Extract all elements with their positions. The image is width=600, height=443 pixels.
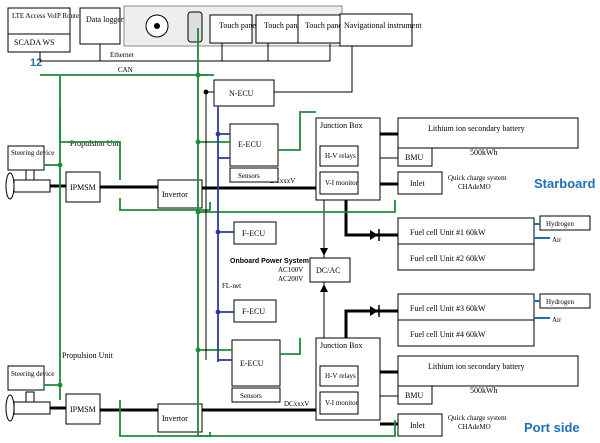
port-steering-box (7, 365, 45, 391)
f-ecu-2-label: F-ECU (242, 307, 265, 316)
fuel-cell-1-label: Fuel cell Unit #1 60kW (410, 228, 486, 237)
port-sensors-box (231, 387, 281, 403)
sb-dcxxxv-label: DCxxxV (270, 177, 295, 185)
port-junction-label: Junction Box (320, 341, 362, 350)
port-invertor-label: Invertor (162, 414, 188, 423)
starboard-label: Starboard (534, 176, 595, 191)
sb-kwh-label: 500kWh (470, 148, 498, 157)
sb-invertor-box (157, 179, 203, 209)
touch-panel-1-label: Touch panel (219, 21, 259, 30)
port-e-ecu-label: E-ECU (240, 359, 264, 368)
f-ecu-1-label: F-ECU (242, 229, 265, 238)
sb-steering-label: Steering device (11, 149, 54, 157)
port-chademo-label: CHAdeMO (458, 423, 491, 431)
port-sensors-label: Sensors (240, 392, 262, 400)
sb-vi-monitor-label: V-I monitor (325, 179, 359, 187)
nav-instrument-box (339, 13, 413, 47)
sb-vi-monitor-box (319, 171, 359, 195)
sb-sensors-label: Sensors (238, 172, 260, 180)
throttle-lever-icon (187, 11, 203, 43)
ethernet-label: Ethernet (110, 51, 134, 59)
fuel-cell-2-label: Fuel cell Unit #2 60kW (410, 254, 486, 263)
lte-router-label: LTE Access VoIP Router (12, 12, 82, 20)
sb-battery-box (397, 117, 579, 149)
nav-instrument-label: Navigational instrument (344, 21, 422, 30)
sb-hv-relays-label: H-V relays (325, 152, 356, 160)
port-e-ecu-box (231, 339, 281, 387)
nav-to-necu-line (274, 46, 353, 93)
dcac-arrow-up-icon (320, 284, 328, 292)
ac100-label: AC100V (278, 266, 303, 274)
port-propeller-icon (5, 391, 51, 422)
n-ecu-box (213, 79, 275, 107)
fl-net-wiring (215, 106, 234, 362)
fuel-cell-3-label: Fuel cell Unit #3 60kW (410, 304, 486, 313)
sb-diode-icon (370, 230, 378, 240)
sb-inlet-label: Inlet (410, 179, 425, 188)
sb-e-ecu-label: E-ECU (238, 140, 262, 149)
sb-quick-charge-label: Quick charge system (448, 174, 507, 182)
onboard-power-label: Onboard Power System (230, 258, 309, 265)
sb-hydrogen-label: Hydrogen (546, 220, 574, 228)
can-bus-wiring (44, 28, 396, 437)
f-ecu-2-box (233, 299, 277, 323)
port-dcxxxv-label: DCxxxV (284, 400, 309, 408)
figure-number: 12 (30, 57, 42, 69)
lte-router-box (7, 7, 71, 35)
port-steering-label: Steering device (11, 370, 54, 378)
steering-wheel-hub-icon (154, 23, 160, 29)
port-propulsion-label: Propulsion Unit (62, 351, 114, 360)
sb-sensors-box (229, 167, 279, 183)
port-battery-label: Lithium ion secondary battery (428, 362, 525, 371)
ac200-label: AC200V (278, 275, 303, 283)
port-hv-relays-box (319, 365, 359, 387)
data-logger-label: Data logger (86, 15, 124, 24)
sb-bmu-box (397, 147, 433, 167)
scada-label: SCADA WS (14, 38, 55, 47)
sb-propulsion-label: Propulsion Unit (70, 139, 122, 148)
port-vi-monitor-box (319, 391, 359, 415)
sb-propeller-icon (5, 169, 51, 200)
sb-battery-label: Lithium ion secondary battery (428, 124, 525, 133)
port-air-label: Air (552, 316, 562, 324)
sb-steering-box (7, 145, 45, 171)
sb-ipmsm-label: IPMSM (70, 183, 96, 192)
port-ipmsm-label: IPMSM (70, 405, 96, 414)
touch-panel-1 (209, 14, 253, 44)
sb-e-ecu-box (229, 123, 279, 167)
f-ecu-1-box (233, 221, 277, 245)
sb-bmu-label: BMU (405, 153, 423, 162)
can-label: CAN (118, 66, 133, 74)
port-bmu-box (397, 385, 433, 405)
port-hv-relays-label: H-V relays (325, 372, 356, 380)
dcac-label: DC/AC (316, 266, 340, 275)
sb-air-label: Air (552, 236, 562, 244)
touch-panel-2-label: Touch panel (264, 21, 304, 30)
port-hydrogen-label: Hydrogen (546, 298, 574, 306)
port-quick-charge-label: Quick charge system (448, 414, 507, 422)
sb-chademo-label: CHAdeMO (458, 183, 491, 191)
touch-panel-3-label: Touch panel (305, 21, 345, 30)
port-vi-monitor-label: V-I monitor (325, 399, 359, 407)
data-logger-box (79, 7, 121, 45)
fuel-cell-4-label: Fuel cell Unit #4 60kW (410, 330, 486, 339)
sb-hv-relays-box (319, 145, 359, 167)
dcac-box (309, 257, 351, 283)
port-side-label: Port side (524, 420, 580, 435)
sb-invertor-label: Invertor (162, 190, 188, 199)
dcac-arrow-down-icon (320, 248, 328, 256)
port-diode-icon (370, 306, 378, 316)
sb-junction-label: Junction Box (320, 121, 362, 130)
ethernet-line (39, 44, 331, 62)
port-inlet-label: Inlet (410, 421, 425, 430)
n-ecu-label: N-ECU (229, 89, 254, 98)
port-bmu-label: BMU (405, 391, 423, 400)
scada-box (7, 33, 71, 53)
touch-panel-2 (255, 14, 299, 44)
port-kwh-label: 500kWh (470, 386, 498, 395)
fl-net-label: FL-net (222, 282, 241, 290)
port-battery-box (397, 355, 579, 387)
port-invertor-box (157, 403, 203, 433)
